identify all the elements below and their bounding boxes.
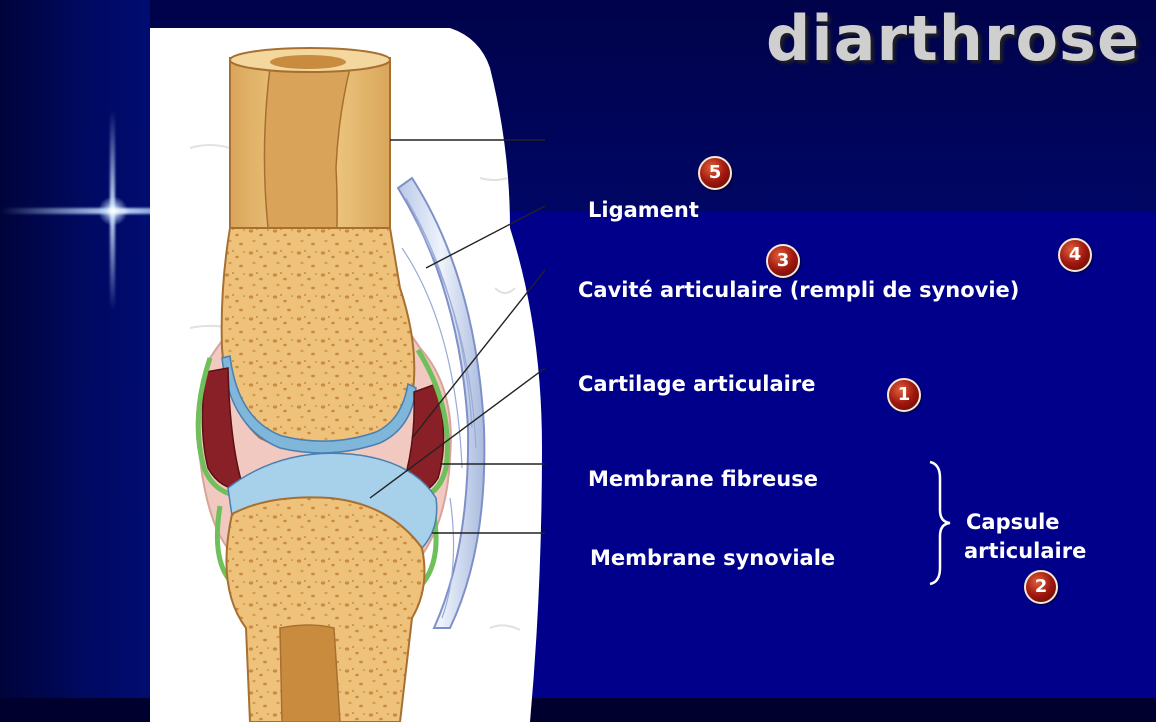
- background-left-panel: [0, 0, 160, 722]
- label-membrane-synoviale: Membrane synoviale: [590, 546, 835, 570]
- badge-1: 1: [887, 378, 921, 412]
- capsule-brace: [924, 460, 954, 586]
- joint-illustration: [150, 28, 552, 722]
- label-cartilage-articulaire: Cartilage articulaire: [578, 372, 815, 396]
- light-flare-core: [98, 196, 128, 226]
- badge-5: 5: [698, 156, 732, 190]
- badge-2: 2: [1024, 570, 1058, 604]
- badge-3: 3: [766, 244, 800, 278]
- label-capsule-line1: Capsule: [966, 510, 1060, 534]
- badge-4: 4: [1058, 238, 1092, 272]
- label-capsule-line2: articulaire: [964, 539, 1086, 563]
- label-ligament: Ligament: [588, 198, 699, 222]
- label-cavite-articulaire: Cavité articulaire (rempli de synovie): [578, 278, 1019, 302]
- label-membrane-fibreuse: Membrane fibreuse: [588, 467, 818, 491]
- slide-title: diarthrose: [700, 2, 1140, 75]
